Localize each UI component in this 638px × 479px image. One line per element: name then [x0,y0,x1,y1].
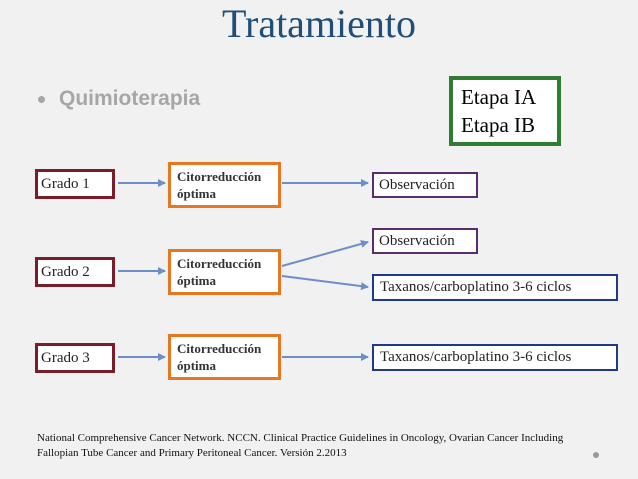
cyto-2-line-2: óptima [177,273,216,288]
reference-line-2: Fallopian Tube Cancer and Primary Perito… [37,447,347,459]
stage-line-2: Etapa IB [461,113,536,137]
arrow-cyto2-to-tax2 [281,275,369,291]
cyto-3-box: Citorreducción óptima [168,334,281,380]
taxanos-2-box: Taxanos/carboplatino 3-6 ciclos [372,274,618,301]
taxanos-3-box: Taxanos/carboplatino 3-6 ciclos [372,344,618,371]
observation-1-box: Observación [372,172,478,198]
cyto-3-line-1: Citorreducción [177,341,262,356]
reference-note: National Comprehensive Cancer Network. N… [37,431,617,461]
cyto-1-box: Citorreducción óptima [168,162,281,208]
stage-box: Etapa IA Etapa IB [449,76,561,146]
arrow-cyto2-to-obs2 [281,240,369,267]
stage-line-1: Etapa IA [461,85,537,109]
cyto-3-line-2: óptima [177,358,216,373]
bullet-text: Quimioterapia [59,87,201,110]
cyto-1-line-1: Citorreducción [177,169,262,184]
bullet-item: Quimioterapia [38,84,200,114]
cyto-2-box: Citorreducción óptima [168,249,281,295]
grade-1-box: Grado 1 [35,169,115,199]
cyto-2-line-1: Citorreducción [177,256,262,271]
bullet-dot-icon [38,95,45,103]
corner-dot-icon [593,452,599,458]
grade-3-box: Grado 3 [35,343,115,373]
observation-2-box: Observación [372,228,478,254]
cyto-1-line-2: óptima [177,186,216,201]
slide-title: Tratamiento [221,1,417,46]
grade-2-box: Grado 2 [35,257,115,287]
reference-line-1: National Comprehensive Cancer Network. N… [37,432,564,444]
